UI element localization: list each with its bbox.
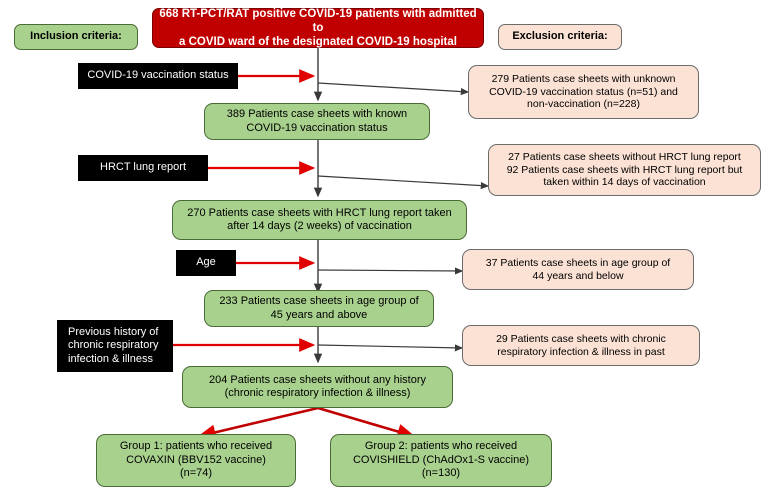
cohort-total-box: 668 RT-PCT/RAT positive COVID-19 patient… — [152, 8, 484, 48]
excluded-hrct-missing-or-early: 27 Patients case sheets without HRCT lun… — [488, 144, 761, 196]
criteria-previous-history: Previous history of chronic respiratory … — [57, 320, 173, 372]
included-known-vaccination: 389 Patients case sheets with known COVI… — [204, 103, 430, 140]
included-hrct-after-14-days: 270 Patients case sheets with HRCT lung … — [172, 200, 467, 240]
criteria-hrct-lung-report: HRCT lung report — [78, 155, 208, 181]
excluded-age-44-below: 37 Patients case sheets in age group of … — [462, 249, 694, 290]
excluded-chronic-history: 29 Patients case sheets with chronic res… — [462, 325, 700, 366]
included-no-history: 204 Patients case sheets without any his… — [182, 366, 453, 408]
group-2-covishield: Group 2: patients who received COVISHIEL… — [330, 434, 552, 487]
included-age-45-above: 233 Patients case sheets in age group of… — [204, 290, 434, 327]
excluded-unknown-vaccination: 279 Patients case sheets with unknown CO… — [468, 65, 699, 119]
criteria-vaccination-status: COVID-19 vaccination status — [78, 63, 238, 89]
group-1-covaxin: Group 1: patients who received COVAXIN (… — [96, 434, 296, 487]
legend-exclusion-criteria: Exclusion criteria: — [498, 24, 622, 50]
criteria-age: Age — [176, 250, 236, 276]
legend-inclusion-criteria: Inclusion criteria: — [14, 24, 138, 50]
